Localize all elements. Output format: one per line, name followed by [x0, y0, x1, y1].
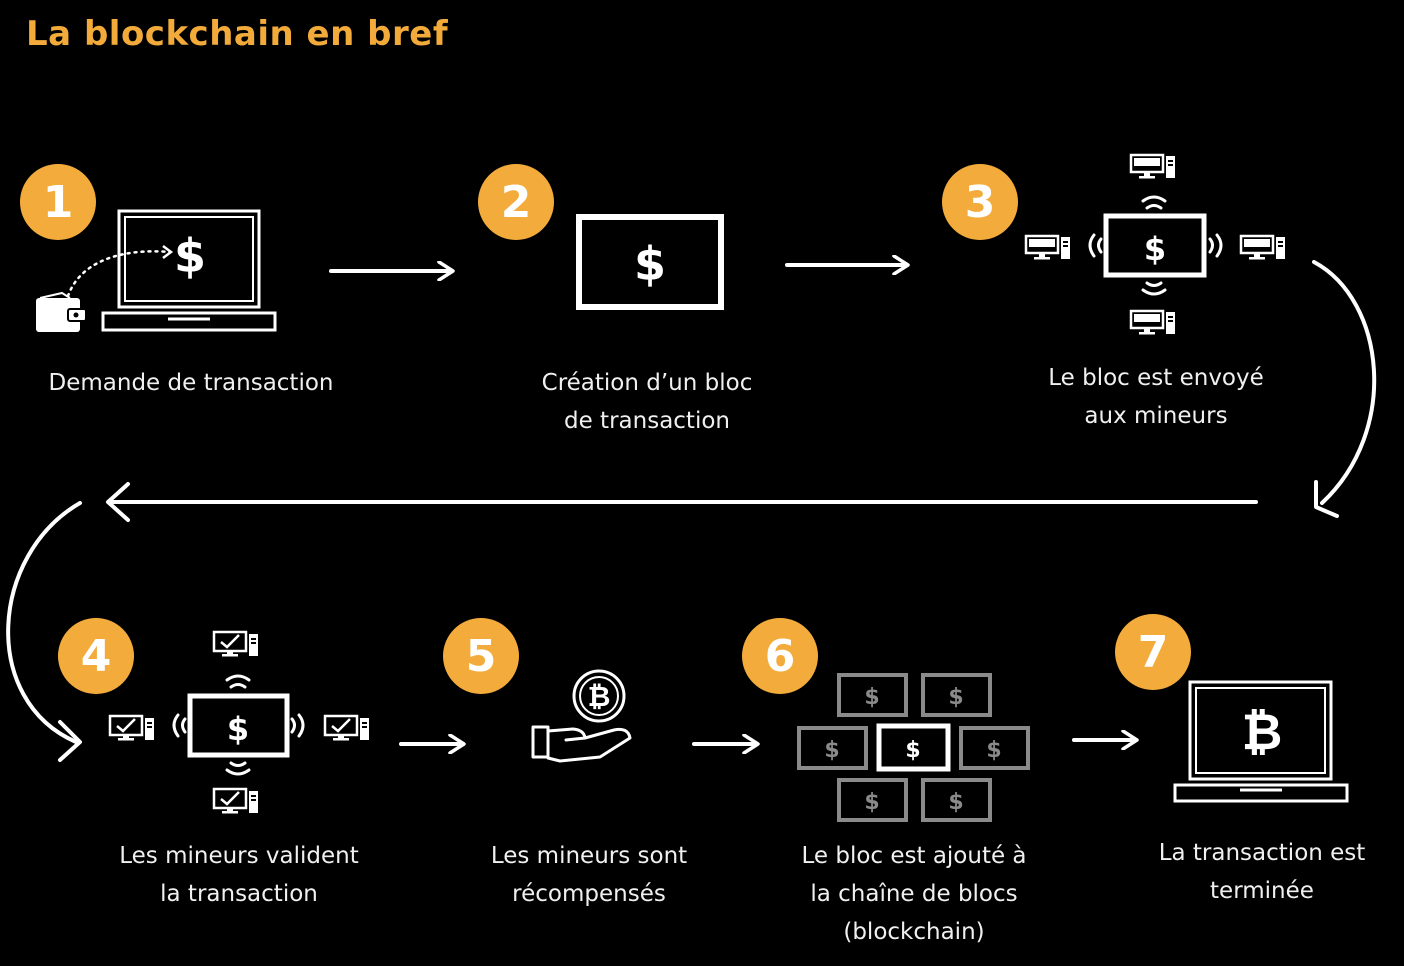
step-3-caption: Le bloc est envoyé aux mineurs — [1048, 365, 1264, 429]
block-chain-icon: $ $ $ $ $ $ $ — [797, 673, 1030, 822]
hand-icon — [531, 725, 632, 763]
computer-check-icon — [323, 714, 371, 742]
svg-text:$: $ — [1144, 230, 1166, 268]
step-3-badge: 3 — [942, 164, 1018, 240]
svg-text:$: $ — [948, 790, 963, 815]
dollar-icon: $ — [174, 229, 206, 283]
step-4-caption: Les mineurs valident la transaction — [119, 843, 359, 907]
step-1-badge: 1 — [20, 164, 96, 240]
curve-arrow-right — [1312, 260, 1377, 505]
laptop-icon — [101, 209, 277, 332]
wallet-icon — [36, 291, 87, 332]
step-1-caption: Demande de transaction — [48, 370, 334, 396]
step-5-caption: Les mineurs sont récompensés — [490, 843, 688, 907]
curve-arrow-left — [6, 501, 82, 744]
svg-text:$: $ — [227, 710, 249, 748]
step-2-badge: 2 — [478, 164, 554, 240]
svg-text:$: $ — [948, 685, 963, 710]
bitcoin-coin-icon: ₿ — [572, 669, 626, 723]
step-5-badge: 5 — [443, 618, 519, 694]
block-validation-icon: $ — [108, 630, 371, 815]
step-6-caption: Le bloc est ajouté à la chaîne de blocs … — [801, 843, 1027, 945]
svg-text:$: $ — [864, 790, 879, 815]
step-7-caption: La transaction est terminée — [1158, 840, 1366, 904]
step-4-badge: 4 — [58, 618, 134, 694]
step-7-badge: 7 — [1115, 614, 1191, 690]
svg-text:$: $ — [824, 738, 839, 763]
computer-check-icon — [212, 787, 260, 815]
svg-text:$: $ — [634, 237, 666, 291]
bitcoin-icon: ₿ — [1242, 703, 1283, 761]
signal-icon — [172, 674, 305, 776]
computer-icon — [1129, 153, 1177, 180]
svg-text:₿: ₿ — [588, 680, 611, 713]
reward-icon: ₿ — [531, 669, 632, 763]
computer-icon — [1239, 234, 1287, 261]
signal-icon — [1088, 195, 1223, 296]
computer-check-icon — [212, 630, 260, 658]
block-broadcast-icon: $ — [1024, 153, 1287, 336]
step-6-badge: 6 — [742, 618, 818, 694]
laptop-icon: ₿ — [1173, 680, 1349, 803]
computer-icon — [1024, 234, 1072, 261]
computer-icon — [1129, 309, 1177, 336]
dollar-block-icon: $ — [576, 214, 724, 310]
svg-text:$: $ — [905, 738, 920, 763]
page-title: La blockchain en bref — [26, 14, 449, 54]
computer-check-icon — [108, 714, 156, 742]
step-2-caption: Création d’un bloc de transaction — [541, 370, 753, 434]
svg-text:$: $ — [864, 685, 879, 710]
svg-text:$: $ — [986, 738, 1001, 763]
